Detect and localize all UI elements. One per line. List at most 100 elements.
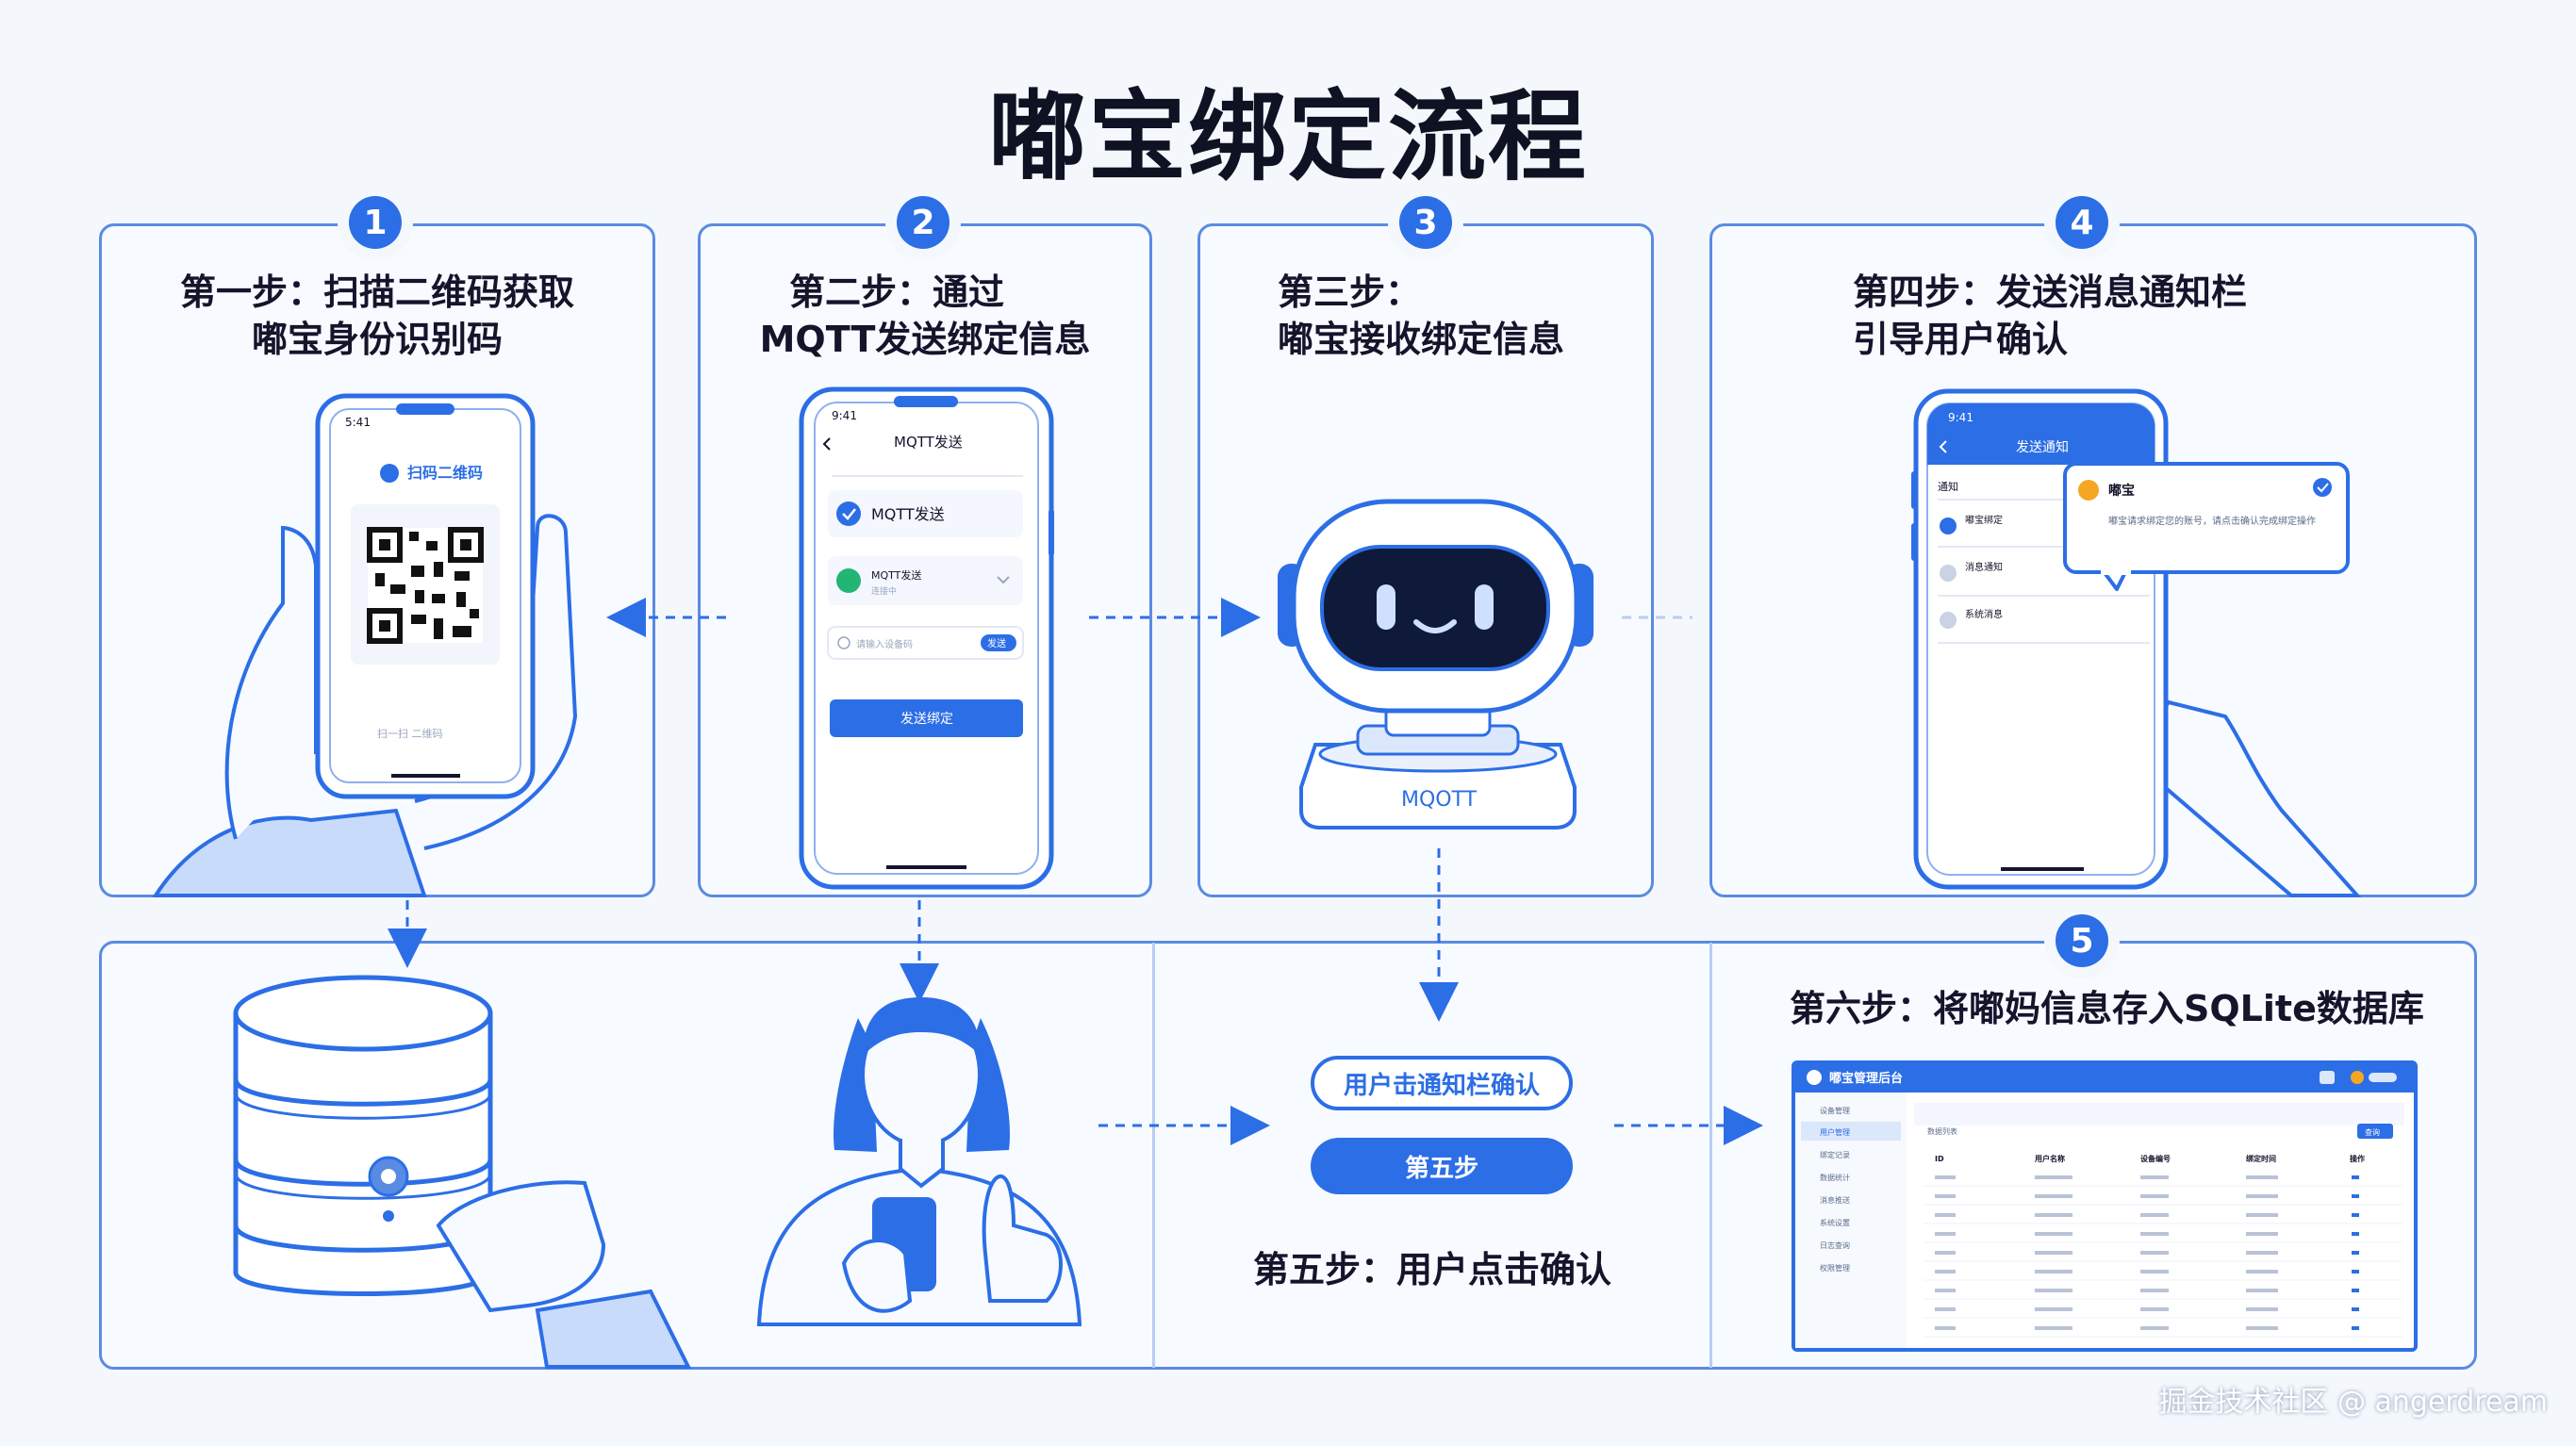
qr-code-icon — [351, 504, 500, 665]
phone-4-status: 9:41 — [1948, 411, 1973, 424]
dashboard-table-cell — [2140, 1307, 2169, 1311]
dashboard-table-cell — [2035, 1270, 2072, 1273]
dashboard-table-cell — [2035, 1213, 2072, 1217]
dashboard-table-cell — [2246, 1289, 2278, 1292]
step-3-line-1: 第三步： — [1278, 271, 1422, 313]
dashboard-sidebar: 设备管理 用户管理 绑定记录 数据统计 消息推送 系统设置 日志查询 权限管理 — [1820, 1106, 1850, 1273]
dashboard-table-cell — [2140, 1213, 2169, 1217]
step-1-line-1: 第一步：扫描二维码获取 — [179, 271, 574, 313]
phone-2-send-button[interactable]: 发送绑定 — [900, 712, 953, 727]
dashboard-table-cell — [2140, 1289, 2169, 1292]
dashboard-sidebar-item-6[interactable]: 系统设置 — [1820, 1218, 1850, 1227]
database-illustration — [233, 975, 692, 1369]
dashboard-col-1: ID — [1935, 1155, 1944, 1163]
dashboard-table-cell — [1935, 1326, 1956, 1330]
dashboard-table-header: ID 用户名称 设备编号 绑定时间 操作 — [1935, 1154, 2365, 1163]
dashboard-row-action[interactable] — [2352, 1175, 2359, 1179]
popup-text[interactable]: 嘟宝请求绑定您的账号，请点击确认完成绑定操作 — [2108, 515, 2316, 527]
dashboard-screenshot — [1792, 1060, 2418, 1352]
popup-title: 嘟宝 — [2108, 483, 2135, 499]
phone-2-row-2-sub: 连接中 — [871, 585, 897, 597]
dashboard-row-action[interactable] — [2352, 1232, 2359, 1236]
dashboard-row-action[interactable] — [2352, 1194, 2359, 1198]
watermark: 掘金技术社区 @ angerdream — [2158, 1386, 2548, 1419]
robot-label: MQOTT — [1401, 788, 1478, 812]
phone-2-input[interactable]: 请输入设备码 — [856, 638, 913, 650]
dashboard-table-cell — [2140, 1251, 2169, 1255]
phone-2-row-2[interactable]: MQTT发送 — [871, 568, 921, 582]
divider-bottom-2 — [1709, 943, 1712, 1368]
step-2-line-1: 第二步：通过 — [788, 271, 1004, 313]
dashboard-col-3: 设备编号 — [2140, 1154, 2171, 1163]
dashboard-col-4: 绑定时间 — [2246, 1154, 2276, 1163]
dashboard-table-cell — [2246, 1251, 2278, 1255]
dashboard-table-cell — [2246, 1326, 2278, 1330]
phone-2-input-tag[interactable]: 发送 — [987, 637, 1006, 649]
step-4-caption: 第四步：发送消息通知栏 引导用户确认 — [1853, 269, 2419, 363]
phone-4-row-1[interactable]: 嘟宝绑定 — [1965, 514, 2003, 526]
step-6-caption: 第六步：将嘟妈信息存入SQLite数据库 — [1790, 988, 2424, 1029]
user-illustration — [756, 997, 1082, 1326]
dashboard-table-cell — [2035, 1194, 2072, 1198]
dashboard-query-button[interactable]: 查询 — [2365, 1127, 2380, 1137]
dashboard-sidebar-item-2[interactable]: 用户管理 — [1820, 1127, 1850, 1137]
phone-1-header: 扫码二维码 — [407, 464, 483, 482]
dashboard-row-action[interactable] — [2352, 1326, 2359, 1330]
phone-4-row-top: 通知 — [1938, 480, 1958, 493]
badge-step-1: 1 — [349, 196, 402, 249]
phone-4-row-2[interactable]: 消息通知 — [1965, 561, 2003, 573]
notification-popup — [2063, 462, 2350, 591]
dashboard-sidebar-item-1[interactable]: 设备管理 — [1820, 1106, 1850, 1115]
dashboard-table-cell — [1935, 1289, 1956, 1292]
phone-2-row-1[interactable]: MQTT发送 — [871, 505, 945, 523]
dashboard-sidebar-item-7[interactable]: 日志查询 — [1820, 1241, 1850, 1250]
dashboard-table-cell — [2035, 1289, 2072, 1292]
dashboard-table-cell — [2246, 1194, 2278, 1198]
dashboard-toolbar-label: 数据列表 — [1927, 1126, 1957, 1136]
step-5-caption: 第五步：用户点击确认 — [1252, 1249, 1611, 1290]
badge-step-3: 3 — [1399, 196, 1452, 249]
dashboard-table-rows — [1924, 1175, 2403, 1338]
dashboard-table-cell — [2035, 1307, 2072, 1311]
dashboard-table-cell — [2246, 1232, 2278, 1236]
dashboard-table-cell — [1935, 1194, 1956, 1198]
step-4-line-1: 第四步：发送消息通知栏 — [1853, 271, 2248, 313]
badge-step-4: 4 — [2056, 196, 2108, 249]
dashboard-table-cell — [2035, 1251, 2072, 1255]
step-1-caption: 第一步：扫描二维码获取 嘟宝身份识别码 — [99, 269, 655, 363]
phone-2-status: 9:41 — [832, 409, 857, 422]
step-3-line-2: 嘟宝接收绑定信息 — [1278, 319, 1565, 360]
dashboard-table-cell — [1935, 1232, 1956, 1236]
dashboard-table-cell — [2035, 1175, 2072, 1179]
step-2-caption: 第二步：通过 MQTT发送绑定信息 — [698, 269, 1152, 363]
step-3-caption: 第三步： 嘟宝接收绑定信息 — [1278, 269, 1636, 363]
divider-bottom-1 — [1152, 943, 1155, 1368]
step-2-line-2: MQTT发送绑定信息 — [759, 319, 1091, 360]
dashboard-table-cell — [2035, 1326, 2072, 1330]
dashboard-table-cell — [2140, 1175, 2169, 1179]
dashboard-col-2: 用户名称 — [2034, 1154, 2065, 1163]
notification-confirm-pill[interactable]: 用户击通知栏确认 — [1311, 1056, 1573, 1110]
dashboard-sidebar-item-4[interactable]: 数据统计 — [1820, 1173, 1850, 1182]
dashboard-table-cell — [2035, 1232, 2072, 1236]
dashboard-table-cell — [2140, 1232, 2169, 1236]
dashboard-row-action[interactable] — [2352, 1251, 2359, 1255]
dashboard-sidebar-item-3[interactable]: 绑定记录 — [1820, 1150, 1850, 1159]
phone-4-row-3[interactable]: 系统消息 — [1965, 608, 2003, 620]
dashboard-sidebar-item-8[interactable]: 权限管理 — [1820, 1263, 1850, 1273]
dashboard-row-action[interactable] — [2352, 1213, 2359, 1217]
phone-2-frame — [799, 386, 1054, 890]
step-1-line-2: 嘟宝身份识别码 — [251, 319, 503, 360]
phone-4-title: 发送通知 — [2016, 439, 2069, 455]
dashboard-table-cell — [1935, 1270, 1956, 1273]
page-title: 嘟宝绑定流程 — [987, 79, 1588, 194]
dashboard-table-cell — [1935, 1307, 1956, 1311]
dashboard-row-action[interactable] — [2352, 1270, 2359, 1273]
dashboard-row-action[interactable] — [2352, 1307, 2359, 1311]
dashboard-row-action[interactable] — [2352, 1289, 2359, 1292]
dashboard-table-cell — [2140, 1270, 2169, 1273]
phone-1-footer: 扫一扫 二维码 — [377, 728, 443, 740]
dashboard-sidebar-item-5[interactable]: 消息推送 — [1820, 1195, 1850, 1205]
step-five-button[interactable]: 第五步 — [1311, 1138, 1573, 1194]
